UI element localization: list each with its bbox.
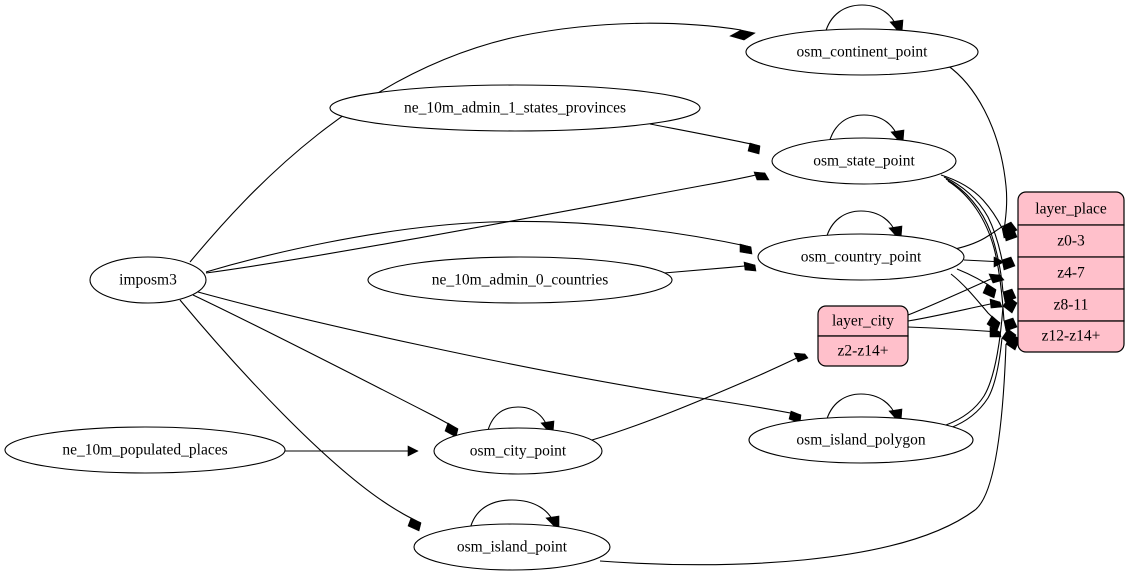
record-row-layer_place-z0-3[interactable]: z0-3 [1057, 233, 1085, 250]
edge-osm_country_point-to-layer_place_z12 [950, 273, 1001, 332]
record-row-layer_place-z4-7[interactable]: z4-7 [1057, 265, 1085, 282]
node-ne_10m_admin_0_countries-label: ne_10m_admin_0_countries [432, 272, 609, 289]
node-osm_island_polygon[interactable]: osm_island_polygon [748, 416, 974, 464]
edge-osm_state_point-to-layer_place_z12 [947, 180, 1018, 332]
record-nodes-layer: layer_place z0-3 z4-7 z8-11 z12-z14+ lay… [817, 191, 1125, 367]
node-ne_10m_populated_places[interactable]: ne_10m_populated_places [4, 426, 286, 474]
node-osm_state_point[interactable]: osm_state_point [771, 137, 957, 185]
record-node-layer_city[interactable]: layer_city z2-z14+ [817, 305, 909, 367]
node-osm_island_polygon-label: osm_island_polygon [796, 432, 925, 449]
edge-imposm3-to-osm_island_polygon [197, 291, 802, 424]
node-ne_10m_populated_places-label: ne_10m_populated_places [62, 442, 227, 459]
record-row-layer_place-title: layer_place [1035, 201, 1107, 218]
edge-osm_island_polygon-to-layer_place_z8_11 [945, 296, 1018, 426]
edge-osm_country_point-to-layer_place_z8_11 [956, 268, 997, 299]
edge-imposm3-to-osm_continent_point [189, 22, 756, 263]
record-row-layer_city-z2-z14plus[interactable]: z2-z14+ [838, 343, 889, 360]
node-osm_country_point[interactable]: osm_country_point [757, 233, 965, 281]
node-ne_10m_admin_0_countries[interactable]: ne_10m_admin_0_countries [367, 256, 673, 304]
edge-imposm3-to-osm_state_point [205, 171, 770, 274]
node-imposm3[interactable]: imposm3 [89, 256, 207, 304]
edge-osm_country_point-to-layer_place_z4_7 [963, 256, 1005, 268]
edge-imposm3-to-osm_city_point [192, 294, 459, 438]
edge-osm_city_point-to-layer_city_z2_z14 [591, 352, 809, 441]
record-node-layer_place[interactable]: layer_place z0-3 z4-7 z8-11 z12-z14+ [1017, 191, 1125, 353]
node-osm_island_point[interactable]: osm_island_point [413, 523, 611, 571]
node-osm_continent_point-label: osm_continent_point [797, 44, 929, 61]
edge-imposm3-to-osm_country_point [205, 220, 753, 273]
node-osm_city_point-label: osm_city_point [470, 443, 567, 460]
node-osm_continent_point[interactable]: osm_continent_point [745, 28, 979, 76]
node-osm_island_point-label: osm_island_point [457, 539, 568, 556]
edge-ne_10m_admin_0_countries-to-osm_country_point [663, 261, 757, 274]
edge-layer_city-to-layer_place_z12 [907, 326, 1002, 338]
record-row-layer_place-z8-11[interactable]: z8-11 [1054, 297, 1089, 314]
edge-ne_10m_admin_1_states_provinces-to-osm_state_point [649, 123, 761, 155]
nodes-layer: imposm3 ne_10m_admin_1_states_provinces … [4, 28, 979, 571]
edge-osm_country_point-to-layer_place_z0_3 [954, 221, 1018, 250]
record-row-layer_place-z12-z14plus[interactable]: z12-z14+ [1042, 328, 1101, 345]
edge-imposm3-to-osm_island_point [179, 299, 422, 532]
node-ne_10m_admin_1_states_provinces-label: ne_10m_admin_1_states_provinces [404, 100, 626, 117]
record-row-layer_city-title: layer_city [832, 313, 894, 330]
edge-osm_state_point-to-layer_place_z4_7 [943, 176, 1016, 271]
node-osm_city_point[interactable]: osm_city_point [433, 427, 603, 475]
edge-ne_10m_populated_places-to-osm_city_point [285, 445, 419, 457]
edge-layer_city-to-layer_place_z8_11 [907, 298, 1003, 322]
edge-layer_city-to-layer_place_z4_7 [907, 273, 1005, 316]
node-osm_state_point-label: osm_state_point [813, 153, 915, 170]
node-osm_country_point-label: osm_country_point [801, 249, 922, 266]
edge-self-loop-osm_island_point [469, 499, 560, 530]
node-ne_10m_admin_1_states_provinces[interactable]: ne_10m_admin_1_states_provinces [329, 84, 701, 132]
node-imposm3-label: imposm3 [119, 272, 177, 289]
